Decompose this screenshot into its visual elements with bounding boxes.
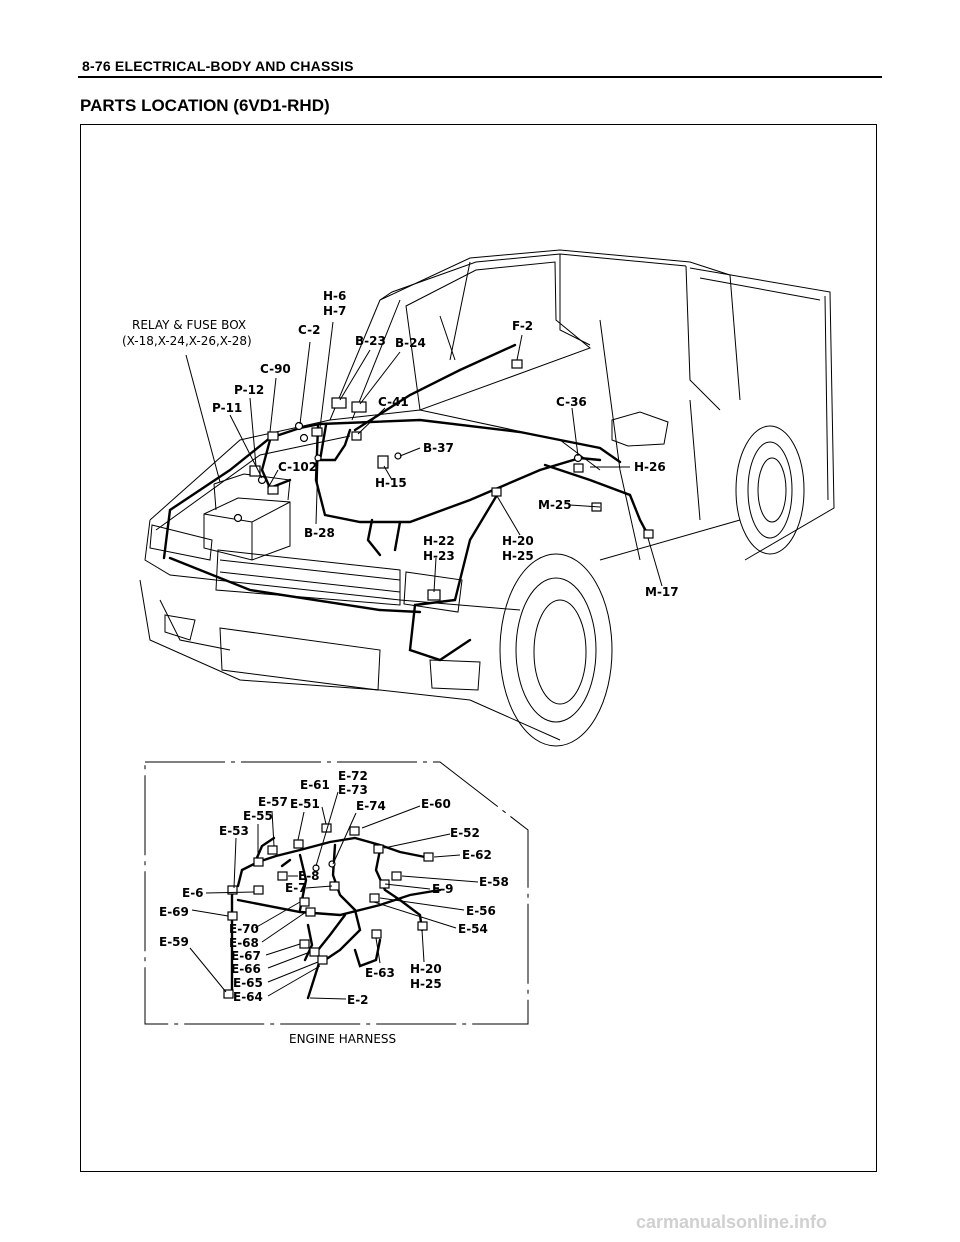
label-h20-engine: H-20 — [410, 962, 442, 976]
label-h20: H-20 — [502, 534, 534, 548]
label-m17: M-17 — [645, 585, 679, 599]
label-e59: E-59 — [159, 935, 189, 949]
label-e69: E-69 — [159, 905, 189, 919]
engine-harness-caption: ENGINE HARNESS — [289, 1032, 396, 1046]
label-e70: E-70 — [229, 922, 259, 936]
vehicle-leader-lines — [185, 321, 663, 593]
page-title: PARTS LOCATION (6VD1-RHD) — [80, 96, 330, 115]
engine-labels: E-72 E-73 E-61 E-57 E-51 E-74 E-60 E-55 … — [159, 769, 509, 1046]
engine-harness — [226, 836, 442, 1000]
engine-leader-lines — [189, 791, 479, 1000]
page-header: 8-76 ELECTRICAL-BODY AND CHASSIS — [82, 58, 354, 74]
header-rule — [78, 76, 882, 78]
label-relay-fuse-box-ids: (X-18,X-24,X-26,X-28) — [122, 334, 252, 348]
label-h23: H-23 — [423, 549, 455, 563]
label-e64: E-64 — [233, 990, 263, 1004]
engine-connectors — [223, 823, 434, 999]
label-e54: E-54 — [458, 922, 488, 936]
label-h6: H-6 — [323, 289, 346, 303]
vehicle-harness — [162, 343, 650, 662]
engine-inset-frame — [144, 761, 529, 1025]
label-e55: E-55 — [243, 809, 273, 823]
label-c2: C-2 — [298, 323, 320, 337]
label-e2: E-2 — [347, 993, 369, 1007]
label-c41: C-41 — [378, 395, 409, 409]
label-e67: E-67 — [231, 949, 261, 963]
label-h25: H-25 — [502, 549, 534, 563]
label-p12: P-12 — [234, 383, 264, 397]
label-relay-fuse-box: RELAY & FUSE BOX — [132, 318, 246, 332]
label-b28: B-28 — [304, 526, 335, 540]
label-e72: E-72 — [338, 769, 368, 783]
label-e57: E-57 — [258, 795, 288, 809]
label-e60: E-60 — [421, 797, 451, 811]
label-b23: B-23 — [355, 334, 386, 348]
label-h25-engine: H-25 — [410, 977, 442, 991]
label-e6: E-6 — [182, 886, 204, 900]
label-e65: E-65 — [233, 976, 263, 990]
label-e53: E-53 — [219, 824, 249, 838]
vehicle-labels: RELAY & FUSE BOX (X-18,X-24,X-26,X-28) H… — [122, 289, 679, 599]
label-m25: M-25 — [538, 498, 572, 512]
label-c102: C-102 — [278, 460, 317, 474]
label-e73: E-73 — [338, 783, 368, 797]
label-e66: E-66 — [231, 962, 261, 976]
label-h15: H-15 — [375, 476, 407, 490]
label-b24: B-24 — [395, 336, 426, 350]
label-f2: F-2 — [512, 319, 533, 333]
label-e56: E-56 — [466, 904, 496, 918]
diagram-frame — [80, 124, 877, 1172]
label-b37: B-37 — [423, 441, 454, 455]
label-e58: E-58 — [479, 875, 509, 889]
label-e9: E-9 — [432, 882, 454, 896]
watermark: carmanualsonline.info — [636, 1212, 828, 1232]
label-h22: H-22 — [423, 534, 455, 548]
label-h7: H-7 — [323, 304, 346, 318]
label-e52: E-52 — [450, 826, 480, 840]
label-c90: C-90 — [260, 362, 291, 376]
label-e74: E-74 — [356, 799, 386, 813]
label-e7: E-7 — [285, 881, 307, 895]
label-e8: E-8 — [298, 869, 320, 883]
label-e51: E-51 — [290, 797, 320, 811]
vehicle-outline — [139, 249, 835, 747]
label-h26: H-26 — [634, 460, 666, 474]
label-c36: C-36 — [556, 395, 587, 409]
label-p11: P-11 — [212, 401, 242, 415]
label-e63: E-63 — [365, 966, 395, 980]
label-e61: E-61 — [300, 778, 330, 792]
label-e62: E-62 — [462, 848, 492, 862]
label-e68: E-68 — [229, 936, 259, 950]
